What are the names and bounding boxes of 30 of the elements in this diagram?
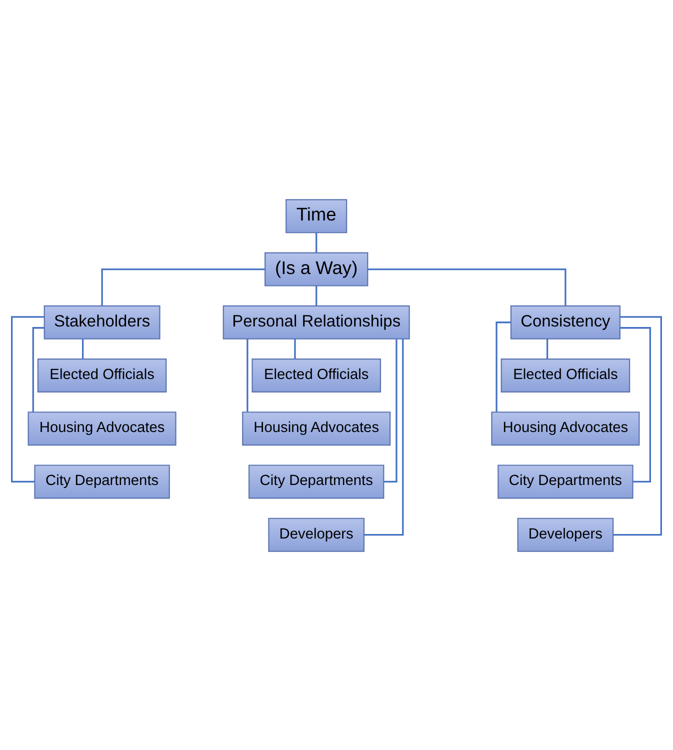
connector — [316, 285, 318, 306]
node-box: City Departments — [248, 464, 384, 498]
connector — [32, 326, 44, 412]
node-box: Elected Officials — [252, 358, 381, 392]
connector — [364, 338, 404, 536]
connector — [246, 338, 248, 412]
connector — [546, 338, 548, 358]
connector — [294, 338, 296, 358]
node-box: Housing Advocates — [242, 411, 391, 446]
node-box: (Is a Way) — [264, 252, 368, 286]
connector — [613, 316, 662, 536]
node-box: Developers — [268, 517, 365, 552]
node-box: Stakeholders — [44, 304, 160, 339]
node-box: Developers — [517, 517, 614, 552]
node-box: Housing Advocates — [491, 411, 640, 446]
node-box: Elected Officials — [37, 358, 167, 392]
connector — [384, 338, 398, 482]
node-box: City Departments — [34, 464, 170, 498]
connector — [368, 268, 566, 306]
node-box: Elected Officials — [500, 358, 630, 392]
node-box: Personal Relationships — [222, 304, 410, 339]
node-box: City Departments — [498, 464, 634, 498]
node-box: Consistency — [510, 304, 620, 339]
connector — [11, 316, 44, 482]
connector — [316, 232, 318, 252]
node-box: Housing Advocates — [28, 411, 176, 446]
connector — [620, 326, 651, 482]
connector — [101, 268, 266, 306]
node-box: Time — [286, 198, 348, 233]
connector — [82, 338, 84, 358]
